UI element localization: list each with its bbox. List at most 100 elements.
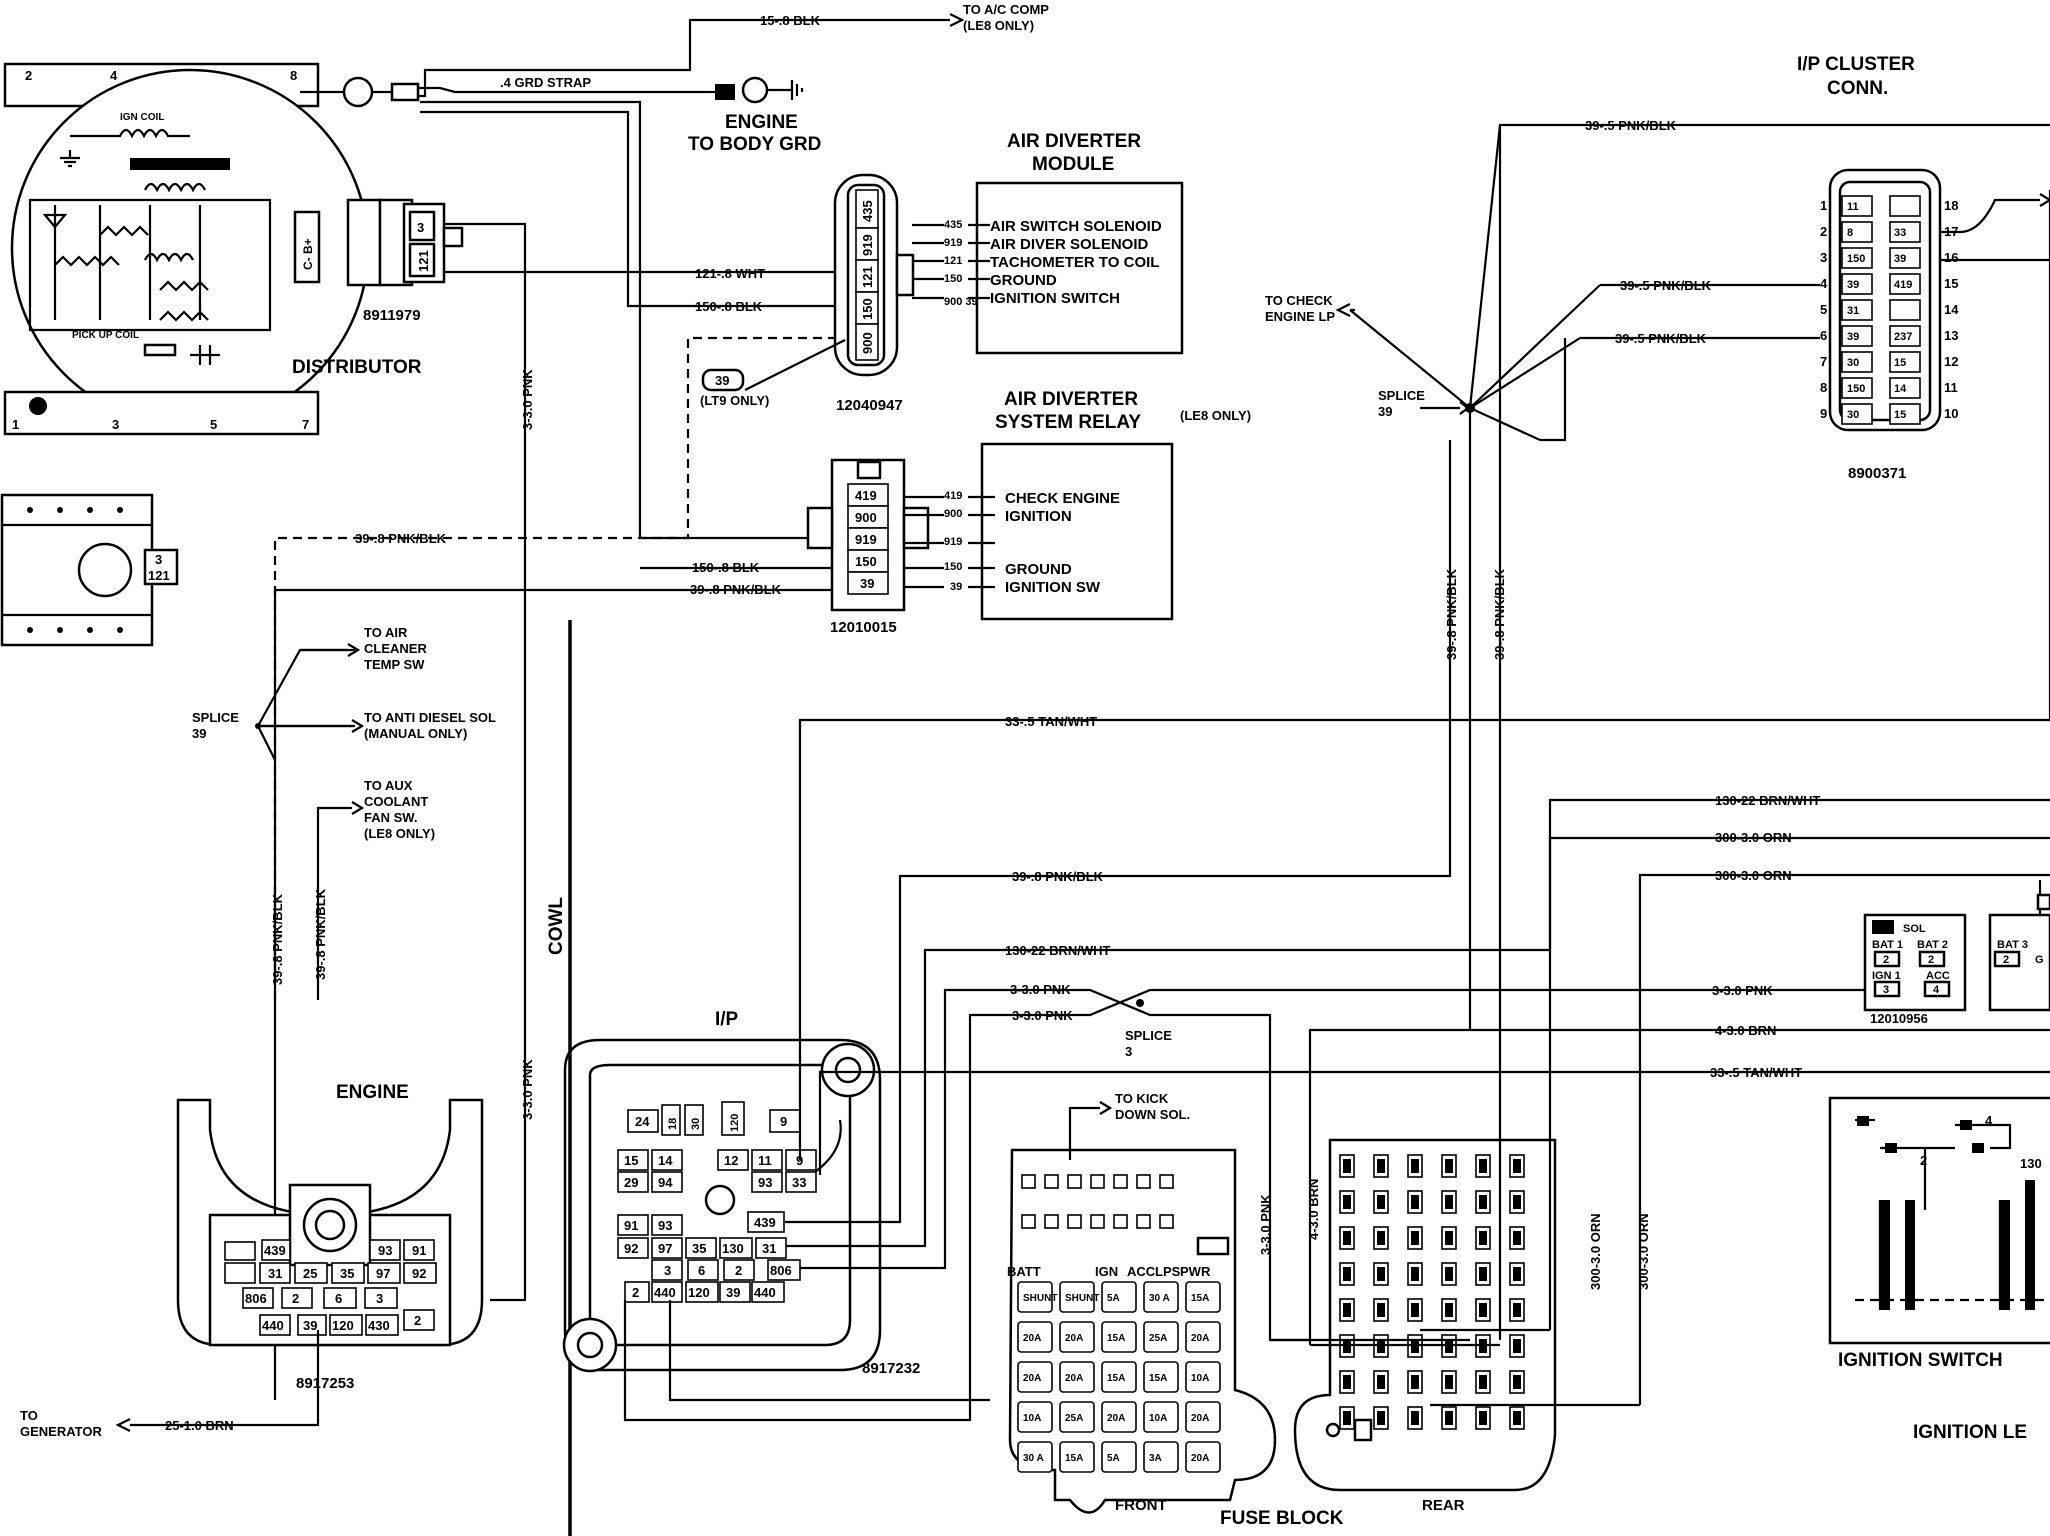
cluster-left-cell <box>1841 273 1873 295</box>
cluster-left-cell <box>1841 221 1873 243</box>
fuse-rating: 15A <box>1107 1373 1125 1384</box>
relay-pin: 919 <box>855 532 877 547</box>
distributor: 2 4 6 8 1 3 5 7 IGN COIL PICK UP COIL C-… <box>3 62 422 436</box>
fuse-rating: 15A <box>1065 1453 1083 1464</box>
ac-comp-wire-label: 15-.8 BLK <box>760 13 821 28</box>
fuse <box>1143 1321 1179 1353</box>
dist-bottom-pin: 5 <box>210 417 217 432</box>
fuse <box>1059 1401 1095 1433</box>
fuse-rating: 10A <box>1023 1413 1041 1424</box>
ign-conn-label: BAT 2 <box>1917 939 1948 951</box>
fuse-front-slot <box>1113 1214 1128 1229</box>
fuse-rating: 5A <box>1107 1453 1120 1464</box>
ip-pin: 439 <box>754 1215 776 1230</box>
to-air-cleaner-2: CLEANER <box>364 641 427 656</box>
module-circuit-row: 900 39 IGNITION SWITCH <box>944 290 1120 308</box>
fuse-rating: SHUNT <box>1023 1293 1057 1304</box>
wire-150-blk-a <box>420 100 845 540</box>
left-conn-pin: 121 <box>148 568 170 583</box>
cluster-left-pin: 1 <box>1820 198 1827 213</box>
module-pin: 121 <box>860 266 875 288</box>
fuse-front-slot <box>1136 1214 1151 1229</box>
cluster-right-cell <box>1889 403 1921 425</box>
to-aux-fan-2: COOLANT <box>364 794 428 809</box>
fuse-rear-blade <box>1513 1159 1521 1173</box>
wire-150-label: 150-.8 BLK <box>695 299 763 314</box>
relay-pin: 150 <box>855 554 877 569</box>
to-anti-diesel: TO ANTI DIESEL SOL <box>364 710 496 725</box>
fuse-rating: 20A <box>1023 1373 1041 1384</box>
fuse-rear-blade <box>1411 1303 1419 1317</box>
cluster-right-cell-text: 419 <box>1894 279 1912 291</box>
ign-conn-label: IGN 1 <box>1872 970 1901 982</box>
ip-pin: 14 <box>658 1153 673 1168</box>
circuit-label: GROUND <box>1005 561 1072 578</box>
relay-note: (LE8 ONLY) <box>1180 408 1251 423</box>
fuse-front-slot <box>1159 1214 1174 1229</box>
wire-4-label: 4-3.0 BRN <box>1715 1023 1776 1038</box>
circuit-num: 435 <box>944 219 962 231</box>
cluster-right-cell <box>1889 195 1921 217</box>
cluster-left-pin: 7 <box>1820 354 1827 369</box>
fuse-rating: 25A <box>1149 1333 1167 1344</box>
left-splice-label-num: 39 <box>192 726 206 741</box>
cluster-right-pin: 11 <box>1944 380 1958 395</box>
circuit-label: IGNITION SW <box>1005 579 1101 596</box>
wire-130-label-r: 130-22 BRN/WHT <box>1715 793 1821 808</box>
ip-pin: 31 <box>762 1241 776 1256</box>
dist-bottom-pin: 7 <box>302 417 309 432</box>
cluster-right-cell-text: 14 <box>1894 383 1907 395</box>
ign-coil-label: IGN COIL <box>120 112 164 123</box>
cluster-right-cell-text: 237 <box>1894 331 1912 343</box>
fuse <box>1185 1321 1221 1353</box>
ip-pin: 18 <box>667 1118 679 1130</box>
engine-pin: 2 <box>414 1313 421 1328</box>
ign-sw-pin: 2 <box>1920 1153 1927 1168</box>
to-aux-fan: TO AUX <box>364 778 413 793</box>
fuse-rating: 15A <box>1191 1293 1209 1304</box>
left-splice-label: SPLICE <box>192 710 239 725</box>
distributor-title: DISTRIBUTOR <box>292 357 422 378</box>
ign-conn-pin: 3 <box>1883 984 1889 996</box>
fuse-rating: 20A <box>1191 1453 1209 1464</box>
cluster-right-cell-text: 15 <box>1894 357 1906 369</box>
fuse-rear-blade <box>1513 1303 1521 1317</box>
fuse <box>1143 1361 1179 1393</box>
fuse-front-slot <box>1136 1174 1151 1189</box>
module-pin: 919 <box>860 234 875 256</box>
fuse-rating: SHUNT <box>1065 1293 1099 1304</box>
fuse-rating: 20A <box>1191 1413 1209 1424</box>
relay-pin: 39 <box>860 576 874 591</box>
pin-stack: 435 919 121 150 900 <box>855 189 879 361</box>
engine-grd-label-1: ENGINE <box>725 112 798 133</box>
circuit-num: 39 <box>950 581 962 593</box>
fuse-rear-blade <box>1445 1267 1453 1281</box>
fuse-front-title: FRONT <box>1115 1497 1167 1514</box>
ign-conn-label: BAT 1 <box>1872 939 1903 951</box>
ac-comp-label: TO A/C COMP <box>963 2 1049 17</box>
ip-pin: 93 <box>758 1175 772 1190</box>
to-aux-fan-4: (LE8 ONLY) <box>364 826 435 841</box>
ip-pin: 91 <box>624 1218 638 1233</box>
conn-8911979-part: 8911979 <box>363 307 421 324</box>
cluster-left-cell-text: 31 <box>1847 305 1859 317</box>
ign-conn-label: G <box>2035 954 2044 966</box>
left-conn-pin: 3 <box>155 552 162 567</box>
wire-3-label: 3-3.0 PNK <box>1012 1008 1073 1023</box>
to-anti-diesel-2: (MANUAL ONLY) <box>364 726 467 741</box>
circuit-num: 121 <box>944 255 962 267</box>
cluster-left-cell <box>1841 247 1873 269</box>
circuit-label: GROUND <box>990 272 1057 289</box>
fuse-rear-blade <box>1411 1375 1419 1389</box>
to-air-cleaner-3: TEMP SW <box>364 657 425 672</box>
wire-4-brn <box>1308 1028 2050 1345</box>
cluster-right-cell <box>1889 299 1921 321</box>
engine-pin: 25 <box>303 1266 317 1281</box>
lt9-tag: 39 <box>715 373 729 388</box>
cluster-left-cell <box>1841 377 1873 399</box>
fuse-rear-blade <box>1479 1411 1487 1425</box>
wire-v-label: 39-.8 PNK/BLK <box>1444 568 1459 660</box>
dist-bottom-pin: 1 <box>12 417 19 432</box>
